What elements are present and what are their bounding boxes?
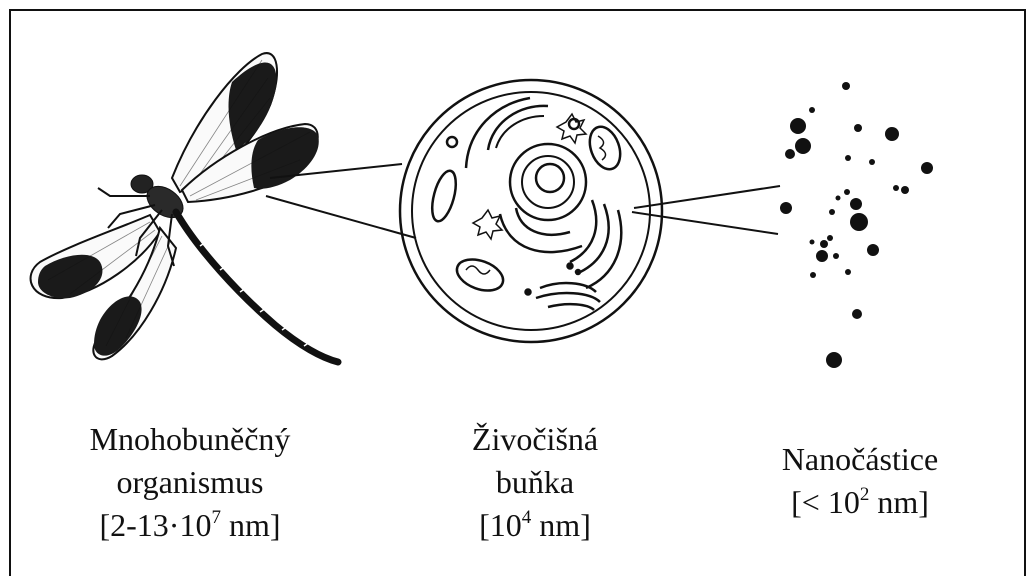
caption-nanoparticles: Nanočástice [< 102 nm] (720, 438, 1000, 524)
nanoparticle (827, 235, 833, 241)
dragonfly-abdomen (176, 212, 338, 362)
zoom-line-cell-bottom (632, 212, 778, 234)
nanoparticle (852, 309, 862, 319)
caption-cell: Živočišná buňka [104 nm] (385, 418, 685, 547)
centrosome (473, 210, 502, 239)
nanoparticle (850, 213, 868, 231)
cell-membrane (400, 80, 662, 342)
nanoparticle (844, 189, 850, 195)
caption-cell-line1: Živočišná (385, 418, 685, 461)
zoom-line-cell-top (634, 186, 780, 208)
golgi (540, 283, 596, 292)
nanoparticle (816, 250, 828, 262)
nanoparticle (901, 186, 909, 194)
caption-organism-size: [2-13·107 nm] (40, 504, 340, 547)
animal-cell-icon (400, 80, 662, 342)
nanoparticle (826, 352, 842, 368)
dragonfly-icon (31, 53, 338, 362)
nanoparticle (869, 159, 875, 165)
vesicle (569, 119, 579, 129)
nucleolus (536, 164, 564, 192)
zoom-line-organism-bottom (266, 196, 416, 238)
nanoparticle (845, 269, 851, 275)
nanoparticle (893, 185, 899, 191)
caption-organism-line2: organismus (40, 461, 340, 504)
caption-organism: Mnohobuněčný organismus [2-13·107 nm] (40, 418, 340, 547)
nanoparticle (809, 107, 815, 113)
nanoparticles-icon (780, 82, 933, 368)
nanoparticle (850, 198, 862, 210)
nanoparticle (795, 138, 811, 154)
caption-cell-size: [104 nm] (385, 504, 685, 547)
caption-nano-line1: Nanočástice (720, 438, 1000, 481)
nanoparticle (833, 253, 839, 259)
nanoparticle (885, 127, 899, 141)
nanoparticle (836, 196, 841, 201)
nanoparticle (810, 272, 816, 278)
caption-cell-line2: buňka (385, 461, 685, 504)
mitochondrion (428, 168, 461, 223)
nanoparticle (867, 244, 879, 256)
nanoparticle (810, 240, 815, 245)
nanoparticle (785, 149, 795, 159)
mitochondrion (453, 254, 508, 297)
nanoparticle (845, 155, 851, 161)
caption-organism-line1: Mnohobuněčný (40, 418, 340, 461)
nanoparticle (790, 118, 806, 134)
nanoparticle (820, 240, 828, 248)
nanoparticle (921, 162, 933, 174)
nanoparticle (780, 202, 792, 214)
caption-nano-size: [< 102 nm] (720, 481, 1000, 524)
nanoparticle (829, 209, 835, 215)
nanoparticle (854, 124, 862, 132)
vesicle (447, 137, 457, 147)
nanoparticle (842, 82, 850, 90)
